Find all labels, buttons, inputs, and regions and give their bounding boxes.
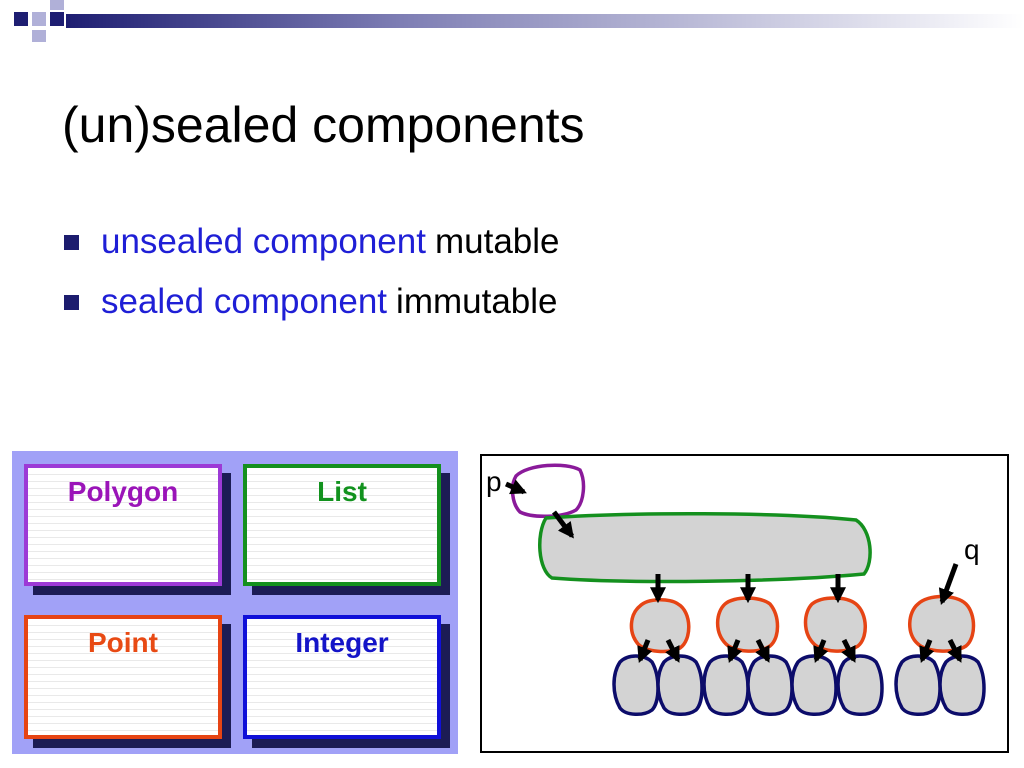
point-object-blob [908,594,976,653]
point-object-blob [715,596,780,653]
integer-object-blob [790,654,838,716]
slide-title: (un)sealed components [62,97,585,153]
integer-object-blob [612,654,660,716]
reference-arrow [938,563,959,606]
point-component-box: Point [24,615,222,739]
reference-arrow [947,638,963,663]
integer-object-blob [702,654,750,716]
object-graph-diagram: p q [480,454,1010,754]
header-square [32,30,46,42]
bullet-square-icon [64,294,79,310]
bullet-unsealed: unsealed component mutable [64,212,560,272]
bullet-square-icon [64,234,79,250]
header-square [50,0,64,10]
header-square [32,12,46,26]
integer-object-blob [836,654,884,716]
reference-arrow [504,479,527,495]
pointer-q-label: q [964,534,980,565]
bullet-term: unsealed component [101,222,426,261]
bullet-description: mutable [434,222,560,261]
integer-object-blob [938,654,986,716]
integer-object-blob [746,654,794,716]
header-square [14,12,28,26]
bullet-term: sealed component [101,282,388,321]
reference-arrow [813,639,829,663]
reference-arrow [727,639,743,663]
integer-object-blob [894,654,942,716]
header-gradient-strip [66,14,1024,28]
reference-arrow [841,638,857,663]
reference-arrow [637,639,653,663]
list-object-blob [538,511,872,584]
reference-arrow [665,638,681,663]
polygon-object-blob [510,463,586,518]
polygon-label: Polygon [67,476,179,507]
point-object-blob [629,598,691,654]
reference-arrow [755,638,771,663]
reference-arrow [919,639,935,663]
bullet-sealed: sealed component immutable [64,272,560,332]
integer-label: Integer [295,627,389,658]
component-panel: Polygon List Point Integer [12,451,458,754]
integer-object-blob [656,654,704,716]
pointer-p-label: p [486,466,502,497]
point-label: Point [88,627,158,658]
list-component-box: List [243,464,441,586]
header-square [50,12,64,26]
header-decoration [14,0,1024,42]
polygon-component-box: Polygon [24,464,222,586]
bullet-list: unsealed component mutable sealed compon… [64,212,560,332]
list-label: List [317,476,367,507]
bullet-description: immutable [396,282,558,321]
reference-arrow [552,510,574,539]
integer-component-box: Integer [243,615,441,739]
point-object-blob [803,596,867,653]
